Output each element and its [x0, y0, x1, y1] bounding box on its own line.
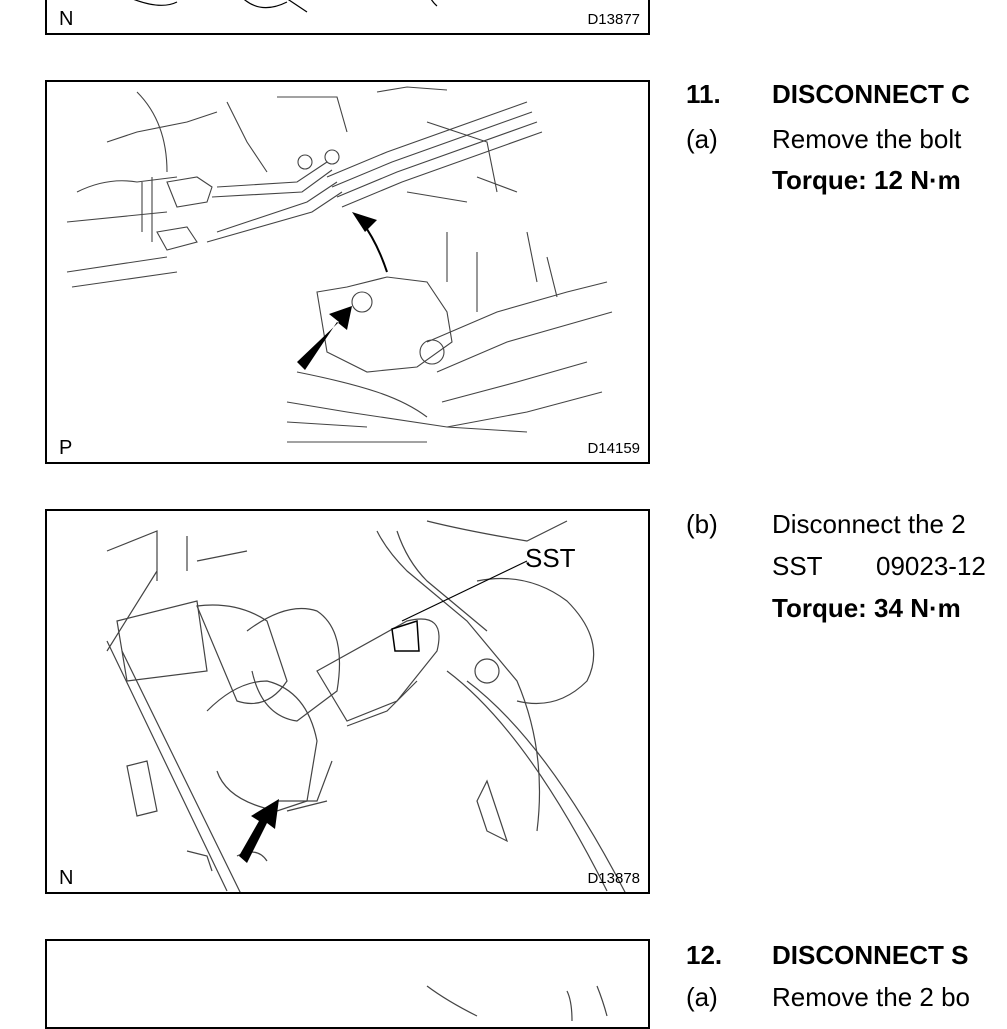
step-11-title: DISCONNECT C	[772, 79, 970, 109]
figure-d13878-drawing	[106, 520, 626, 892]
figure-letter: N	[59, 867, 74, 889]
step-12a-label: (a)	[686, 982, 718, 1012]
figure-bottom-drawing	[426, 985, 608, 1022]
figure-d13877-drawing	[133, 0, 438, 13]
step-11b-label: (b)	[686, 509, 718, 539]
figure-code: D14159	[587, 440, 640, 457]
figure-d13877: N D13877	[45, 0, 650, 35]
figure-code: D13878	[587, 870, 640, 887]
step-11b-text: Disconnect the 2	[772, 509, 966, 539]
figure-d13878: SST N D13878	[45, 509, 650, 894]
figure-d14159: P D14159	[45, 80, 650, 464]
step-12-number: 12.	[686, 940, 723, 970]
figure-letter: N	[59, 8, 74, 30]
figure-code: D13877	[587, 11, 640, 28]
step-11b-sst-code: 09023-12	[876, 551, 986, 581]
figure-d14159-drawing	[66, 86, 613, 443]
figure-bottom	[45, 939, 650, 1029]
step-11a-text: Remove the bolt	[772, 124, 962, 154]
step-11-number: 11.	[686, 79, 721, 109]
step-12a-text: Remove the 2 bo	[772, 982, 971, 1012]
step-11b-torque: Torque: 34 N·m	[772, 593, 961, 623]
sst-callout: SST	[525, 543, 576, 573]
step-11b-sst-label: SST	[772, 551, 823, 581]
step-12-title: DISCONNECT S	[772, 940, 969, 970]
step-11a-torque: Torque: 12 N·m	[772, 165, 961, 195]
figure-letter: P	[59, 437, 73, 459]
step-11a-label: (a)	[686, 124, 718, 154]
